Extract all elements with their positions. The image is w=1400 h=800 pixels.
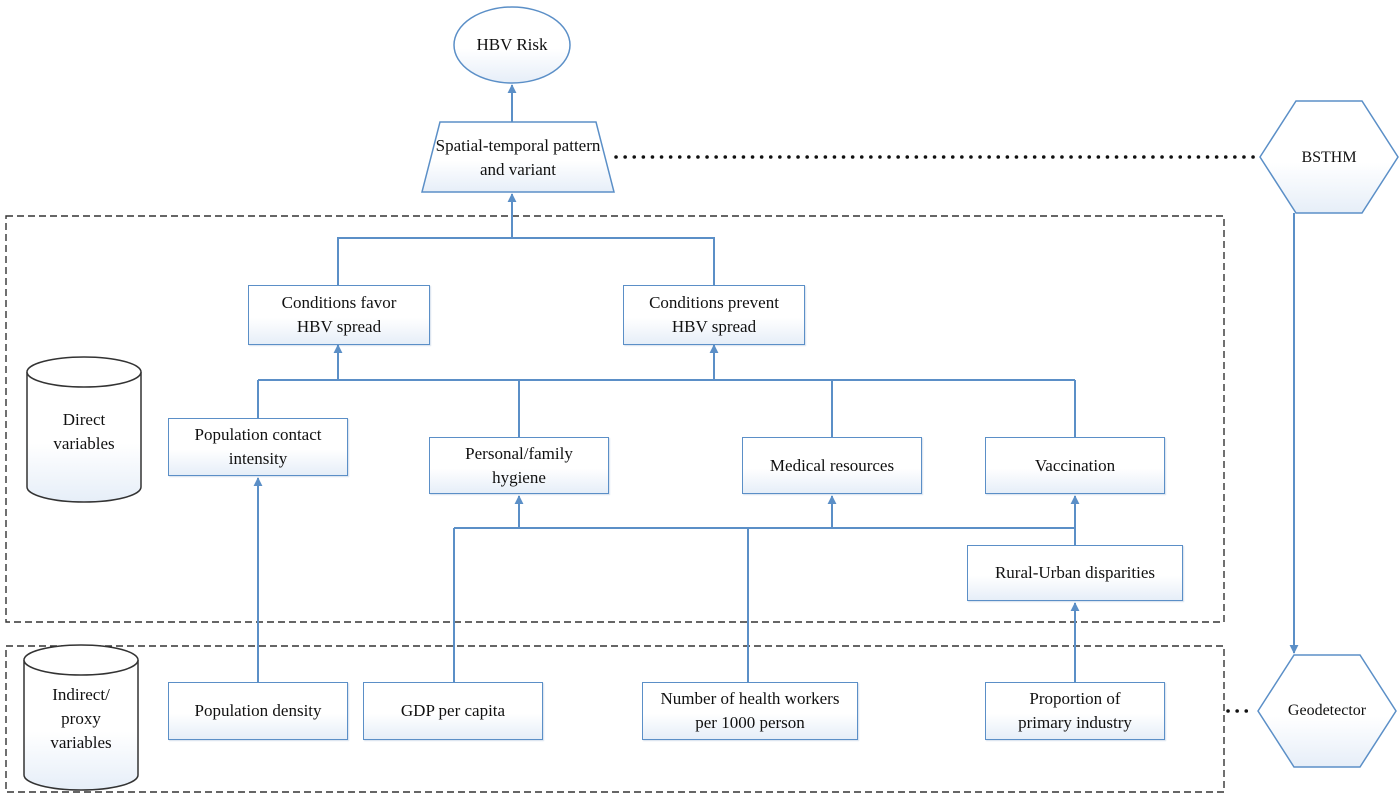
hexagon-shape — [1259, 100, 1399, 214]
population-density-node: Population density — [168, 682, 348, 740]
indirect-variables-label: Indirect/ proxy variables — [50, 685, 112, 752]
conditions-prevent-node: Conditions prevent HBV spread — [623, 285, 805, 345]
primary-industry-node: Proportion of primary industry — [985, 682, 1165, 740]
rural-urban-node: Rural-Urban disparities — [967, 545, 1183, 601]
gdp-per-capita-node: GDP per capita — [363, 682, 543, 740]
direct-variables-group — [5, 215, 1225, 623]
hbv-risk-node: HBV Risk — [476, 35, 548, 54]
population-contact-node: Population contact intensity — [168, 418, 348, 476]
medical-resources-node: Medical resources — [742, 437, 922, 494]
cylinder-shape — [26, 356, 142, 503]
health-workers-node: Number of health workers per 1000 person — [642, 682, 858, 740]
conditions-favor-node: Conditions favor HBV spread — [248, 285, 430, 345]
hexagon-shape — [1257, 654, 1397, 768]
vaccination-node: Vaccination — [985, 437, 1165, 494]
geodetector-node: Geodetector — [1287, 702, 1367, 719]
indirect-variables-group — [5, 645, 1225, 793]
connector-lines — [253, 84, 1299, 682]
cylinder-shape — [23, 644, 139, 791]
direct-variables-label: Direct variables — [53, 410, 115, 453]
ellipse-shape — [453, 6, 571, 84]
bsthm-node: BSTHM — [1301, 149, 1357, 166]
trapezoid-shape — [421, 121, 615, 193]
personal-hygiene-node: Personal/family hygiene — [429, 437, 609, 494]
spatial-pattern-node: Spatial-temporal pattern and variant — [435, 136, 601, 179]
